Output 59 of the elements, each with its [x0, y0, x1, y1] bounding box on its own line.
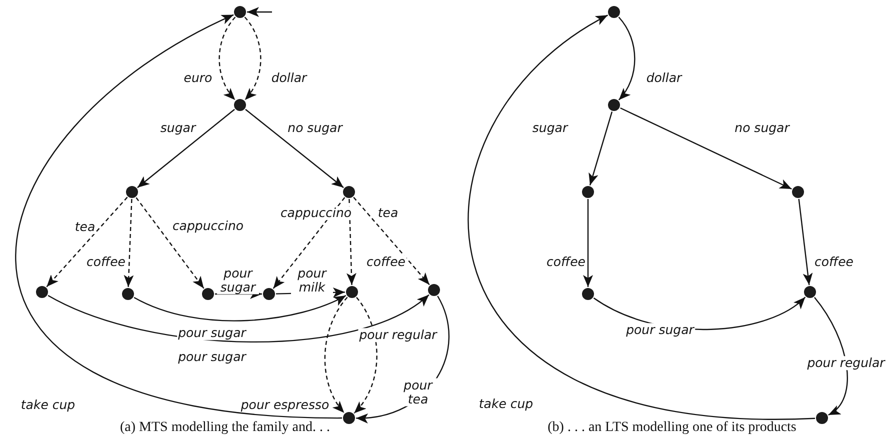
arrow [48, 294, 430, 342]
edge-label: dollar [270, 71, 308, 85]
arrow [468, 14, 816, 419]
arrow [272, 197, 346, 289]
arrow [353, 196, 430, 286]
state-node [343, 186, 355, 198]
edge-label: take cup [20, 398, 76, 412]
state-node [202, 288, 214, 300]
edge-label: pour regular [358, 328, 438, 342]
edge-label: tea [74, 220, 96, 234]
caption: (a) MTS modelling the family and. . . [120, 420, 330, 436]
state-node [234, 6, 246, 18]
arrow [244, 16, 262, 100]
state-node [582, 288, 594, 300]
arrow [245, 108, 344, 188]
edge-label: tea [376, 206, 400, 220]
state-node [122, 288, 134, 300]
arrow [618, 16, 636, 100]
edge-label: pour sugar [625, 323, 695, 337]
arrow [46, 196, 128, 288]
state-node [792, 186, 804, 198]
edge-label: coffee [546, 255, 586, 269]
arrow [354, 297, 378, 414]
edge-label: pour milk [291, 266, 333, 294]
state-node [126, 186, 138, 198]
edge-label: coffee [814, 255, 854, 269]
arrow [798, 198, 813, 286]
arrow [137, 108, 235, 188]
arrow [814, 297, 848, 416]
state-node [804, 286, 816, 298]
state-node [36, 286, 48, 298]
edge-label: pour regular [806, 356, 886, 370]
arrow [620, 107, 792, 190]
arrow [583, 199, 593, 287]
arrow [15, 14, 342, 419]
edge-label: coffee [366, 255, 406, 269]
arrow [134, 294, 346, 322]
arrow [136, 197, 204, 289]
edge-label: take cup [478, 397, 534, 411]
state-node [608, 99, 620, 111]
edge-label: dollar [645, 71, 683, 85]
arrow [588, 112, 613, 186]
edge-label: cappuccino [171, 219, 245, 233]
caption: (b) . . . an LTS modelling one of its products [548, 420, 796, 436]
arrow [218, 16, 236, 100]
arrow [124, 198, 134, 288]
state-node [582, 186, 594, 198]
state-node [428, 284, 440, 296]
state-node [263, 288, 275, 300]
edge-label: coffee [86, 255, 126, 269]
arrow [346, 198, 356, 286]
state-node [234, 99, 246, 111]
arrow [247, 7, 272, 17]
arrow [324, 296, 348, 414]
state-node [608, 6, 620, 18]
state-node [343, 412, 355, 424]
edge-label: cappuccino [279, 206, 353, 220]
state-node [346, 286, 358, 298]
state-node [816, 412, 828, 424]
